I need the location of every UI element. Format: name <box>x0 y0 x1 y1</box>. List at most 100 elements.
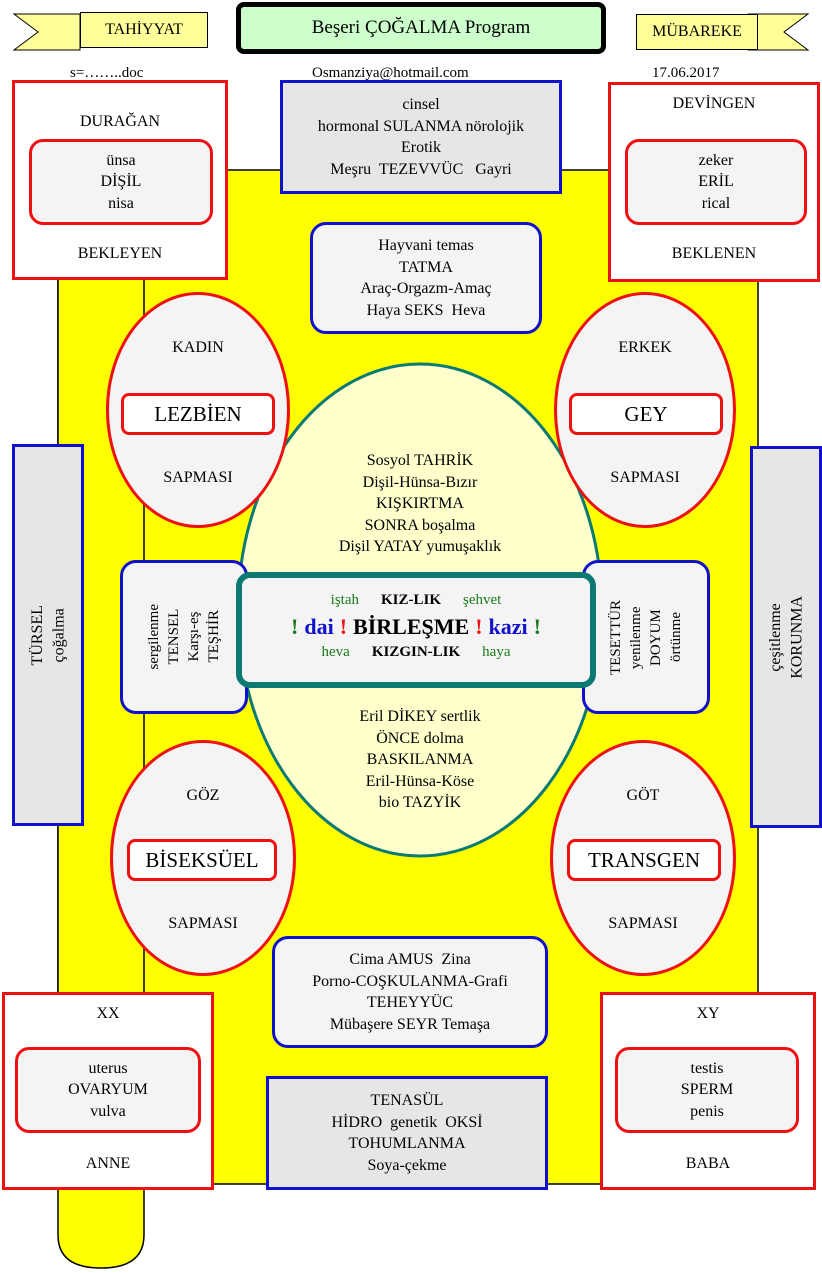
right-banner: MÜBAREKE <box>636 14 758 50</box>
inner-line: OVARYUM <box>68 1081 148 1099</box>
core-kazi: kazi <box>488 614 528 639</box>
text-line: Eril DİKEY sertlik <box>359 708 481 725</box>
text-line: TEHEYYÜC <box>366 994 454 1011</box>
bottom-left-bottom-label: ANNE <box>85 1155 131 1172</box>
left-banner-label: TAHİYYAT <box>105 21 183 39</box>
core-row-1: iştah KIZ-LIK şehvet <box>242 592 590 609</box>
text-line: Cima AMUS Zina <box>349 951 471 968</box>
text-line: cinsel <box>402 96 440 113</box>
bottom-right-inner-box: testis SPERM penis <box>615 1047 799 1133</box>
text-line: çoğalma <box>50 607 67 663</box>
text-line: DOYUM <box>648 608 664 666</box>
inner-line: ünsa <box>106 151 136 169</box>
text-line: çeşitlenme <box>766 602 784 672</box>
gey-label: GEY <box>624 401 668 426</box>
text-line: BASKILANMA <box>366 751 474 768</box>
core-dai: dai <box>304 614 334 639</box>
excl-mark: ! <box>291 614 299 639</box>
text-line: ÖNCE dolma <box>376 729 464 747</box>
core-kizginlik: KIZGIN-LIK <box>371 644 461 660</box>
text-line: TESETTÜR <box>608 599 624 675</box>
core-birlesme: BİRLEŞME <box>353 614 470 639</box>
core-haya: haya <box>482 644 511 660</box>
text-line: TOHUMLANMA <box>348 1135 466 1152</box>
inner-line: zeker <box>698 151 734 169</box>
text-line: TÜRSEL <box>28 604 46 666</box>
top-right-bottom-label: BEKLENEN <box>671 245 757 262</box>
text-line: Dişil-Hünsa-Bızır <box>362 473 478 491</box>
text-line: TENSEL <box>166 609 182 665</box>
text-line: Hayvani temas <box>378 237 474 254</box>
text-line: TATMA <box>399 258 453 276</box>
text-line: Haya SEKS Heva <box>366 301 486 319</box>
text-line: Meşru TEZEVVÜC Gayri <box>330 160 512 178</box>
ellipse-bottom-label: SAPMASI <box>610 469 680 486</box>
bottom-left-inner-box: uterus OVARYUM vulva <box>15 1047 201 1133</box>
ellipse-bottom-label: SAPMASI <box>608 915 678 932</box>
left-banner: TAHİYYAT <box>80 12 208 48</box>
top-right-top-label: DEVİNGEN <box>672 95 756 112</box>
mid-right-box: TESETTÜR yenilenme DOYUM örtünme <box>582 560 710 714</box>
mid-left-box: sergilenme TENSEL Karşı-eş TEŞHİR <box>120 560 248 714</box>
excl-mark: ! <box>475 614 483 639</box>
ellipse-lezbien: KADIN LEZBİEN SAPMASI <box>106 292 290 528</box>
core-sehvet: şehvet <box>463 592 502 608</box>
text-line: KIŞKIRTMA <box>376 495 464 512</box>
text-line: Eril-Hünsa-Köse <box>365 772 475 790</box>
inner-line: SPERM <box>680 1081 734 1099</box>
date: 17.06.2017 <box>652 65 720 81</box>
text-line: TEŞHİR <box>206 610 222 664</box>
page-title-text: Beşeri ÇOĞALMA Program <box>311 17 531 38</box>
text-line: Mübaşere SEYR Temaşa <box>329 1015 491 1033</box>
text-line: bio TAZYİK <box>378 794 462 811</box>
text-line: Sosyol TAHRİK <box>366 452 474 469</box>
text-line: Araç-Orgazm-Amaç <box>360 280 492 297</box>
top-left-inner-box: ünsa DİŞİL nisa <box>29 139 213 225</box>
excl-mark: ! <box>533 614 541 639</box>
core-box: iştah KIZ-LIK şehvet ! dai ! BİRLEŞME ! … <box>236 572 596 688</box>
ellipse-gey: ERKEK GEY SAPMASI <box>554 292 736 528</box>
ellipse-top-label: GÖT <box>626 787 660 804</box>
core-kizlik: KIZ-LIK <box>381 592 442 608</box>
far-left-box: TÜRSEL çoğalma <box>12 444 84 826</box>
top-center-box: cinsel hormonal SULANMA nörolojik Erotik… <box>280 80 562 194</box>
text-line: yenilenme <box>628 605 644 669</box>
text-line: sergilenme <box>146 604 162 670</box>
top-left-top-label: DURAĞAN <box>80 113 160 130</box>
inner-line: DİŞİL <box>100 173 142 191</box>
text-line: hormonal SULANMA nörolojik <box>317 117 525 135</box>
inner-line: vulva <box>90 1102 126 1120</box>
page-title: Beşeri ÇOĞALMA Program <box>236 2 606 54</box>
bottom-left-top-label: XX <box>96 1005 120 1022</box>
text-line: Dişil YATAY yumuşaklık <box>338 538 502 555</box>
inner-line: testis <box>690 1059 724 1077</box>
core-row-2: ! dai ! BİRLEŞME ! kazi ! <box>242 614 590 640</box>
right-banner-label: MÜBAREKE <box>652 23 742 41</box>
bottom-center-box: TENASÜL HİDRO genetik OKSİ TOHUMLANMA So… <box>266 1076 548 1190</box>
core-row-3: heva KIZGIN-LIK haya <box>242 644 590 661</box>
ellipse-bottom-label: SAPMASI <box>168 915 238 932</box>
text-line: SONRA boşalma <box>364 516 476 534</box>
text-line: Erotik <box>401 139 441 156</box>
inner-line: penis <box>690 1102 724 1120</box>
inner-line: rical <box>701 194 731 212</box>
ellipse-top-label: ERKEK <box>618 339 672 356</box>
bottom-right-box: XY testis SPERM penis BABA <box>600 992 816 1190</box>
text-line: örtünme <box>668 612 684 662</box>
gey-label-box: GEY <box>569 393 723 435</box>
transgen-label-box: TRANSGEN <box>567 839 721 881</box>
top-left-box: DURAĞAN ünsa DİŞİL nisa BEKLEYEN <box>12 80 228 280</box>
ellipse-biseksuel: GÖZ BİSEKSÜEL SAPMASI <box>110 740 296 976</box>
text-line: Soya-çekme <box>367 1156 447 1174</box>
lezbien-label-box: LEZBİEN <box>121 393 275 435</box>
biseksuel-label-box: BİSEKSÜEL <box>127 839 277 881</box>
inner-line: uterus <box>88 1059 128 1077</box>
text-line: Karşı-eş <box>186 612 202 662</box>
lezbien-label: LEZBİEN <box>154 401 242 426</box>
far-right-box: çeşitlenme KORUNMA <box>750 446 822 828</box>
core-istah: iştah <box>330 592 359 608</box>
bottom-left-box: XX uterus OVARYUM vulva ANNE <box>2 992 214 1190</box>
ellipse-bottom-label: SAPMASI <box>163 469 233 486</box>
top-left-bottom-label: BEKLEYEN <box>77 245 163 262</box>
center-lower-text: Eril DİKEY sertlik ÖNCE dolma BASKILANMA… <box>300 706 540 814</box>
